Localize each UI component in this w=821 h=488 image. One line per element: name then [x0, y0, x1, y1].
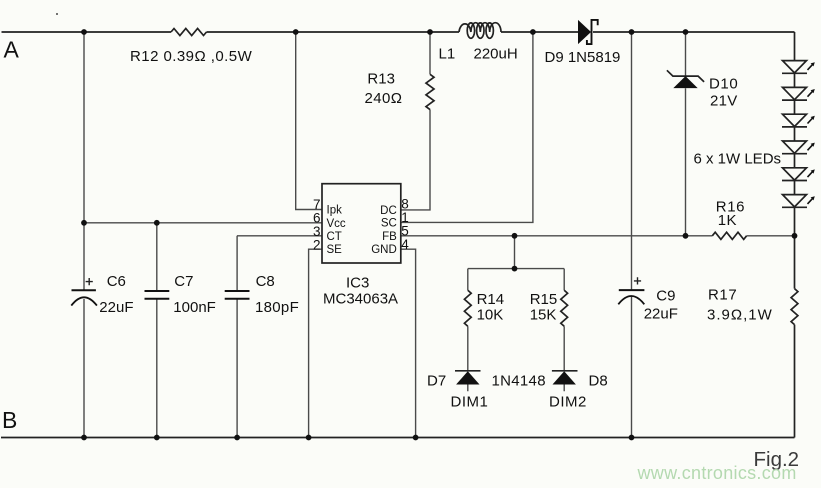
svg-text:R17: R17: [708, 287, 737, 304]
svg-text:L1: L1: [439, 46, 456, 63]
svg-text:D7: D7: [427, 373, 446, 390]
svg-text:21V: 21V: [710, 93, 738, 110]
svg-text:10K: 10K: [477, 306, 504, 323]
svg-text:SE: SE: [327, 244, 343, 256]
svg-text:MC34063A: MC34063A: [323, 291, 398, 308]
svg-text:GND: GND: [371, 244, 397, 256]
svg-text:7: 7: [313, 197, 321, 212]
svg-text:C9: C9: [656, 288, 675, 305]
svg-text:R15: R15: [530, 291, 558, 308]
svg-text:Vcc: Vcc: [327, 218, 346, 230]
svg-text:C8: C8: [256, 273, 275, 290]
svg-text:D8: D8: [589, 373, 608, 390]
svg-text:R14: R14: [477, 291, 505, 308]
svg-text:Ipk: Ipk: [327, 205, 343, 217]
svg-text:240Ω: 240Ω: [365, 90, 403, 107]
svg-text:Fig.2: Fig.2: [754, 448, 800, 471]
svg-text:D9 1N5819: D9 1N5819: [545, 49, 621, 66]
svg-text:R16: R16: [716, 198, 745, 215]
svg-text:5: 5: [401, 224, 409, 239]
svg-text:6 x 1W LEDs: 6 x 1W LEDs: [694, 151, 782, 168]
svg-text:3: 3: [313, 224, 321, 239]
svg-text:C7: C7: [174, 273, 193, 290]
svg-text:180pF: 180pF: [255, 299, 299, 316]
svg-text:A: A: [4, 37, 20, 63]
svg-text:R13: R13: [367, 71, 395, 88]
svg-text:8: 8: [401, 197, 409, 212]
svg-text:CT: CT: [327, 231, 342, 243]
svg-text:1K: 1K: [718, 212, 737, 229]
svg-text:IC3: IC3: [346, 275, 369, 292]
svg-text:DC: DC: [380, 205, 397, 217]
svg-text:R12 0.39Ω ,0.5W: R12 0.39Ω ,0.5W: [130, 48, 253, 65]
svg-text:22uF: 22uF: [644, 305, 678, 322]
svg-text:3.9Ω,1W: 3.9Ω,1W: [707, 307, 773, 324]
svg-text:100nF: 100nF: [173, 299, 216, 316]
svg-text:FB: FB: [382, 231, 397, 243]
svg-text:SC: SC: [381, 217, 397, 229]
svg-text:22uF: 22uF: [99, 299, 133, 316]
svg-text:B: B: [2, 407, 17, 433]
svg-text:15K: 15K: [530, 306, 557, 323]
svg-text:220uH: 220uH: [474, 46, 518, 63]
svg-text:1: 1: [401, 210, 409, 225]
svg-text:D10: D10: [709, 76, 738, 93]
svg-text:DIM2: DIM2: [549, 394, 587, 411]
svg-text:C6: C6: [107, 273, 126, 290]
svg-text:2: 2: [313, 238, 321, 253]
svg-text:1N4148: 1N4148: [492, 373, 546, 390]
svg-text:DIM1: DIM1: [451, 394, 489, 411]
svg-text:4: 4: [401, 237, 409, 252]
svg-text:www.cntronics.com: www.cntronics.com: [637, 463, 797, 483]
svg-text:6: 6: [313, 211, 321, 226]
